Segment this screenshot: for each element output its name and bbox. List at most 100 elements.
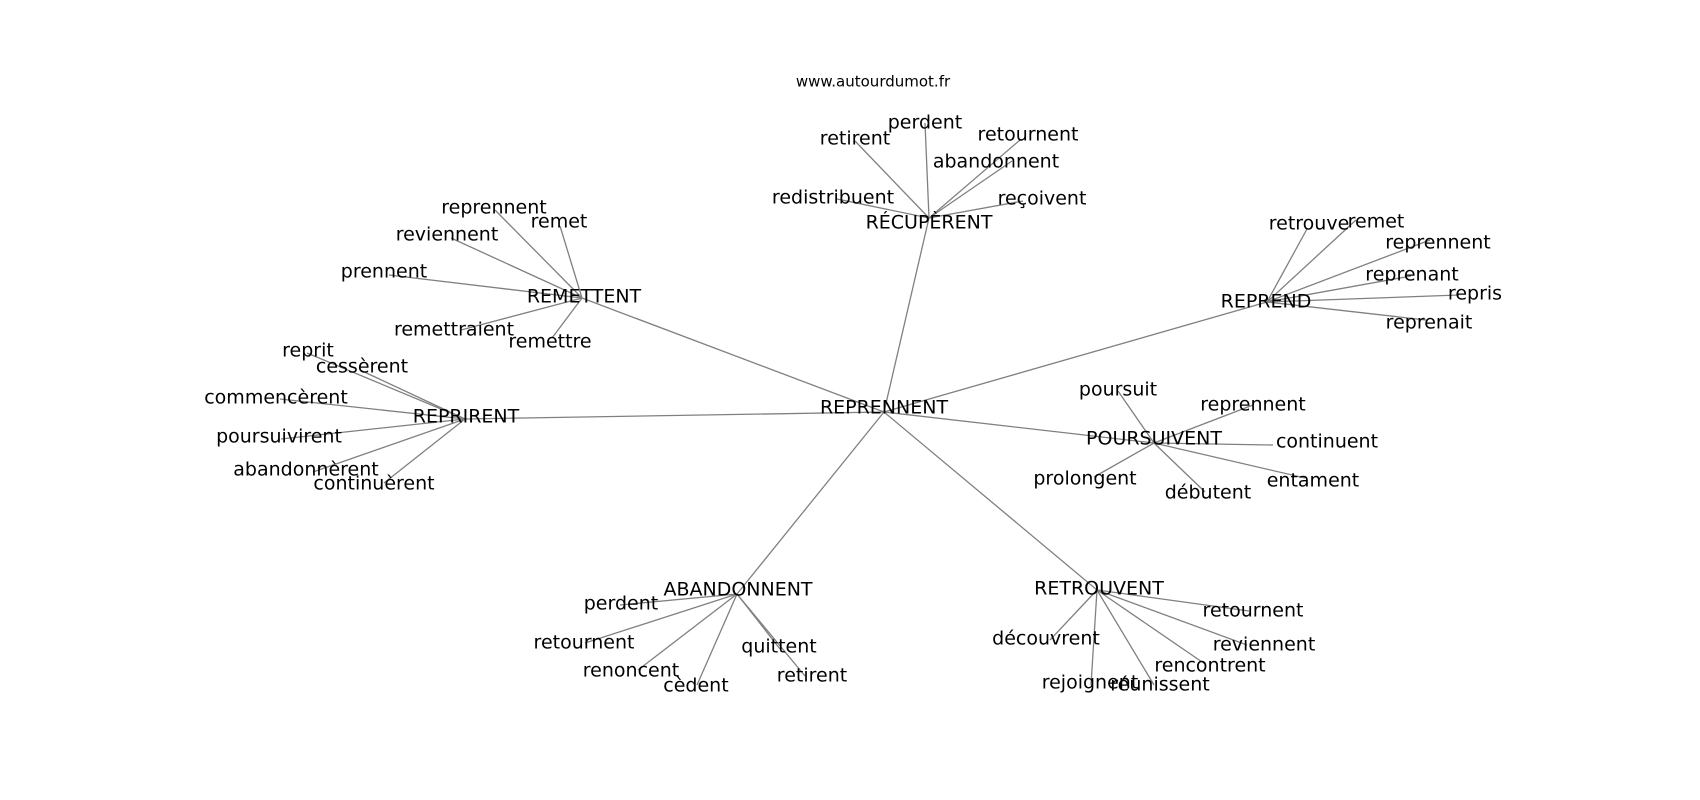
hub-node[interactable]: REPREND xyxy=(1221,291,1312,313)
edge-hub-word xyxy=(1266,301,1427,321)
hub-node[interactable]: REMETTENT xyxy=(527,286,642,308)
word-node[interactable]: retournent xyxy=(534,632,635,654)
edge-hub-word xyxy=(619,593,738,606)
word-node[interactable]: retournent xyxy=(1203,600,1304,622)
word-node[interactable]: découvrent xyxy=(992,628,1100,650)
word-node[interactable]: reprenait xyxy=(1386,312,1473,334)
hub-node[interactable]: POURSUIVENT xyxy=(1086,428,1222,450)
edge-hub-word xyxy=(1090,589,1098,686)
word-node[interactable]: poursuit xyxy=(1079,379,1157,401)
hub-node[interactable]: RETROUVENT xyxy=(1034,578,1164,600)
edge-hub-word xyxy=(450,237,583,299)
edge-hub-word xyxy=(1153,404,1254,444)
word-node[interactable]: reprennent xyxy=(441,197,547,219)
word-node[interactable]: réunissent xyxy=(1110,674,1209,696)
edge-hub-word xyxy=(1266,239,1431,303)
word-node[interactable]: remettraient xyxy=(394,319,514,341)
word-node[interactable]: abandonnèrent xyxy=(233,459,378,481)
edge-hub-word xyxy=(1153,442,1274,446)
word-node[interactable]: reprenant xyxy=(1365,264,1458,286)
word-node[interactable]: commencèrent xyxy=(204,387,348,409)
hub-node[interactable]: ABANDONNENT xyxy=(663,579,812,601)
word-node[interactable]: poursuivirent xyxy=(216,426,342,448)
graph-labels: retirentperdentretournentabandonnentredi… xyxy=(204,112,1502,697)
edge-hub-word xyxy=(494,209,583,299)
edge-hub-word xyxy=(1117,390,1155,444)
edge-hub-word xyxy=(928,160,1013,219)
root-node[interactable]: REPRENNENT xyxy=(820,397,949,419)
word-node[interactable]: retournent xyxy=(978,124,1079,146)
word-node[interactable]: quittent xyxy=(741,636,816,658)
edge-hub-word xyxy=(306,352,466,420)
edge-root-hub xyxy=(883,411,1155,444)
edge-hub-word xyxy=(854,140,930,219)
word-node[interactable]: retirent xyxy=(820,128,890,150)
edge-hub-word xyxy=(836,198,930,219)
word-node[interactable]: prennent xyxy=(341,261,427,283)
word-node[interactable]: reprennent xyxy=(1385,232,1491,254)
word-node[interactable]: remet xyxy=(531,211,588,233)
graph-edges xyxy=(279,122,1460,686)
word-node[interactable]: cessèrent xyxy=(316,356,408,378)
edge-root-hub xyxy=(464,411,885,420)
word-node[interactable]: débutent xyxy=(1165,482,1251,504)
word-node[interactable]: continuent xyxy=(1276,431,1378,453)
word-node[interactable]: rejoignent xyxy=(1042,672,1139,694)
edge-hub-word xyxy=(460,297,583,331)
edge-hub-word xyxy=(312,418,466,473)
edge-hub-word xyxy=(359,369,466,420)
edge-hub-word xyxy=(1266,219,1357,303)
edge-hub-word xyxy=(1096,589,1248,646)
edge-hub-word xyxy=(1096,589,1250,612)
edge-hub-word xyxy=(280,418,466,440)
word-node[interactable]: remettre xyxy=(508,331,591,353)
edge-root-hub xyxy=(883,217,930,413)
edge-hub-word xyxy=(1096,589,1155,686)
edge-hub-word xyxy=(1049,589,1098,641)
edge-hub-word xyxy=(637,593,738,671)
word-node[interactable]: reprit xyxy=(282,340,334,362)
word-node[interactable]: perdent xyxy=(888,112,962,134)
word-node[interactable]: retirent xyxy=(777,665,847,687)
word-node[interactable]: reviennent xyxy=(396,224,499,246)
word-node[interactable]: prolongent xyxy=(1033,468,1136,490)
edge-hub-word xyxy=(279,398,466,420)
edge-hub-word xyxy=(584,593,738,644)
word-node[interactable]: renoncent xyxy=(583,660,679,682)
word-node[interactable]: cèdent xyxy=(663,675,728,697)
word-node[interactable]: reviennent xyxy=(1213,634,1316,656)
edge-hub-word xyxy=(1093,442,1155,478)
edge-hub-word xyxy=(1266,294,1460,303)
word-node[interactable]: continuèrent xyxy=(313,473,434,495)
edge-hub-word xyxy=(928,139,1021,219)
word-node[interactable]: entament xyxy=(1267,470,1360,492)
edge-hub-word xyxy=(559,225,583,299)
edge-root-hub xyxy=(883,411,1098,591)
word-node[interactable]: redistribuent xyxy=(772,187,894,209)
edge-hub-word xyxy=(1266,275,1412,303)
edge-hub-word xyxy=(383,418,466,484)
hub-node[interactable]: RÉCUPÈRENT xyxy=(866,211,993,234)
edge-root-hub xyxy=(581,297,885,413)
edge-hub-word xyxy=(551,297,583,339)
word-node[interactable]: repris xyxy=(1448,283,1502,305)
edge-root-hub xyxy=(736,411,885,595)
edge-hub-word xyxy=(928,200,1024,219)
word-node[interactable]: perdent xyxy=(584,593,658,615)
word-node[interactable]: reprennent xyxy=(1200,394,1306,416)
word-node[interactable]: abandonnent xyxy=(933,151,1059,173)
watermark-text[interactable]: www.autourdumot.fr xyxy=(796,73,951,91)
word-node[interactable]: remet xyxy=(1348,211,1405,233)
hub-node[interactable]: REPRIRENT xyxy=(413,406,520,428)
word-node[interactable]: rencontrent xyxy=(1154,655,1265,677)
edge-hub-word xyxy=(736,593,806,677)
edge-hub-word xyxy=(1153,442,1206,493)
word-node[interactable]: retrouve xyxy=(1269,213,1350,235)
edge-hub-word xyxy=(696,593,738,686)
edge-hub-word xyxy=(388,274,583,299)
edge-hub-word xyxy=(924,122,930,219)
edge-hub-word xyxy=(1096,589,1206,665)
word-node[interactable]: reçoivent xyxy=(998,188,1087,210)
edge-root-hub xyxy=(883,301,1268,413)
